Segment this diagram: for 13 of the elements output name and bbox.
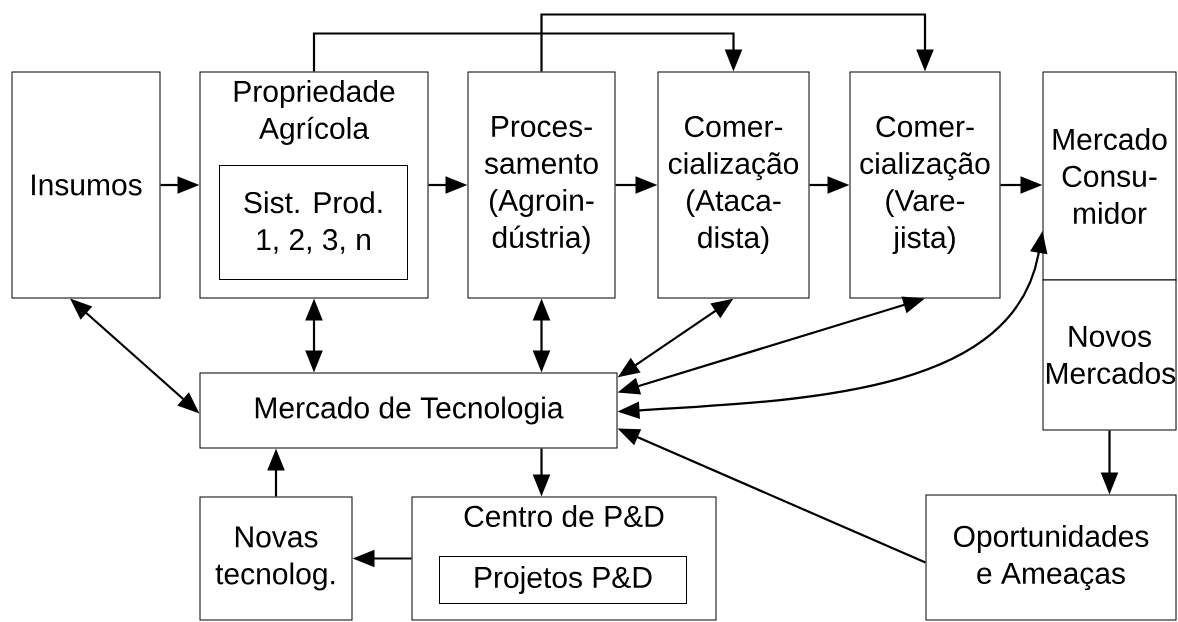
process-box: Mercado de Tecnologia xyxy=(199,372,618,449)
process-box: Novas tecnolog. xyxy=(199,496,353,621)
process-box: Comer- cialização (Vare- jista) xyxy=(849,71,1001,299)
process-box: Oportunidades e Ameaças xyxy=(925,494,1177,621)
process-box: Projetos P&D xyxy=(439,556,687,604)
process-box: Proces- samento (Agroin- dústria) xyxy=(467,71,616,299)
process-box: Mercado Consu- midor xyxy=(1042,71,1177,281)
arrow xyxy=(540,13,934,72)
process-box: Insumos xyxy=(11,71,161,299)
process-box: Comer- cialização (Ataca- dista) xyxy=(657,71,810,299)
process-box: Novos Mercados xyxy=(1042,279,1177,431)
process-box: Sist. Prod. 1, 2, 3, n xyxy=(219,165,408,280)
arrow xyxy=(312,32,743,72)
